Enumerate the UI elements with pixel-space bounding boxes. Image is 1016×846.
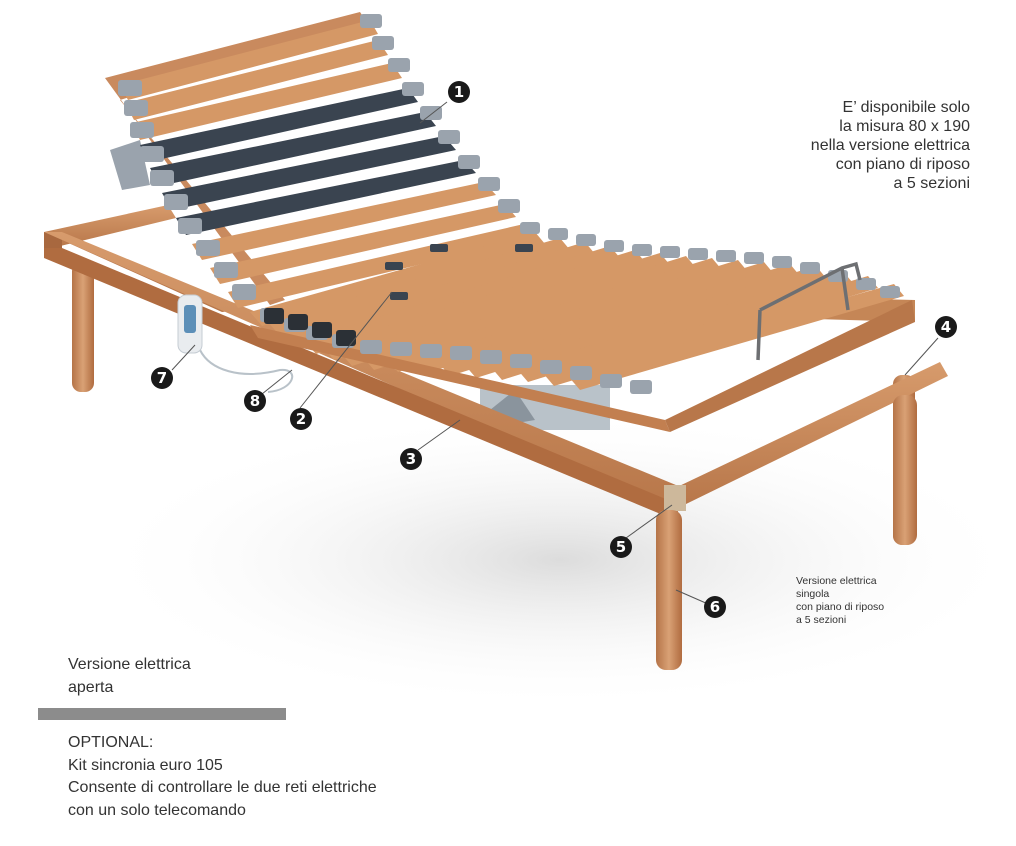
svg-text:1: 1 [454,83,464,101]
leg-front-left [656,510,682,670]
optional-line: con un solo telecomando [68,801,246,819]
image-caption-line: a 5 sezioni [796,614,847,626]
leg-back-left [72,262,94,392]
availability-note: E’ disponibile solo la misura 80 x 190 n… [730,98,970,193]
svg-text:7: 7 [157,369,167,387]
svg-text:2: 2 [296,410,306,428]
frame-rail-near-face [44,248,680,520]
version-label-line: Versione elettrica [68,656,191,673]
optional-line: Consente di controllare le due reti elet… [68,779,377,796]
callout-lines [171,101,939,605]
platform-rail-foot [665,300,915,432]
callout-badge-4: 4 [935,316,957,338]
corner-bracket [664,485,686,511]
svg-text:6: 6 [710,598,720,616]
headrest-slat-holders [118,14,520,300]
leg-front-right [893,395,917,545]
optional-heading: OPTIONAL: [68,734,154,751]
availability-note-line: a 5 sezioni [893,175,971,192]
availability-note-line: nella versione elettrica [810,137,970,154]
mattress-retainer [756,261,862,361]
headrest-slats [120,20,535,308]
floor-shadow [90,410,1016,710]
frame-rail-near [44,232,688,510]
frame-foot-crossbar [675,362,948,505]
firmness-sliders [385,244,533,300]
image-caption: Versione elettrica singola con piano di … [796,575,926,627]
section-divider [38,708,286,720]
optional-block: OPTIONAL: Kit sincronia euro 105 Consent… [68,732,377,822]
body-slats [250,232,904,390]
callout-badge-5: 5 [610,536,632,558]
image-caption-line: singola [796,588,830,600]
availability-note-line: E’ disponibile solo [842,99,970,116]
svg-text:5: 5 [616,538,626,556]
svg-text:8: 8 [250,392,260,410]
callout-badge-3: 3 [400,448,422,470]
svg-text:4: 4 [941,318,951,336]
version-label-line: aperta [68,679,114,696]
remote-control [177,294,294,393]
image-caption-line: con piano di riposo [796,601,885,613]
version-label: Versione elettrica aperta [68,653,191,699]
frame-rail-far [44,205,176,248]
callout-badge-7: 7 [151,367,173,389]
platform-rail-near [250,325,670,432]
availability-note-line: con piano di riposo [835,156,970,173]
svg-text:3: 3 [406,450,416,468]
image-caption-line: Versione elettrica [796,575,877,587]
callout-badge-8: 8 [244,390,266,412]
callout-badge-6: 6 [704,596,726,618]
optional-line: Kit sincronia euro 105 [68,756,223,774]
dark-slat-holders [264,308,356,346]
callout-badge-2: 2 [290,408,312,430]
callout-badge-1: 1 [448,81,470,103]
availability-note-line: la misura 80 x 190 [839,118,970,135]
